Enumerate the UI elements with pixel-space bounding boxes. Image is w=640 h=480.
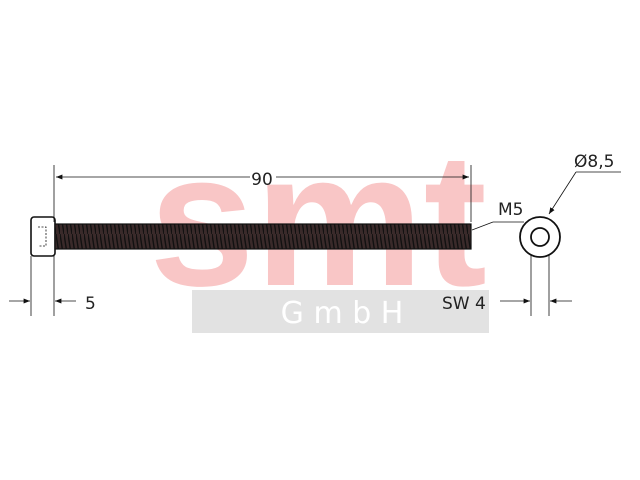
diameter-callout: Ø8,5 <box>548 152 621 215</box>
diameter-label: Ø8,5 <box>574 152 614 172</box>
socket-size-label: SW 4 <box>442 294 486 314</box>
watermark-bar <box>192 290 489 333</box>
head-height-dimension: 5 <box>9 256 96 316</box>
watermark-subtitle: G m b H <box>281 296 404 331</box>
length-dimension: 90 <box>53 165 472 222</box>
screw-side-view <box>30 216 472 257</box>
head-height-label: 5 <box>85 294 96 314</box>
watermark: smt G m b H <box>149 114 489 333</box>
screw-head <box>30 216 56 257</box>
screw-shank <box>54 223 472 250</box>
screw-end-view <box>519 216 561 258</box>
thread-callout: M5 <box>471 200 524 231</box>
thread-label: M5 <box>498 200 523 220</box>
length-label: 90 <box>251 170 273 190</box>
socket-size-dimension: SW 4 <box>442 254 572 316</box>
socket-indicator <box>38 226 47 247</box>
socket-circle <box>530 227 550 247</box>
